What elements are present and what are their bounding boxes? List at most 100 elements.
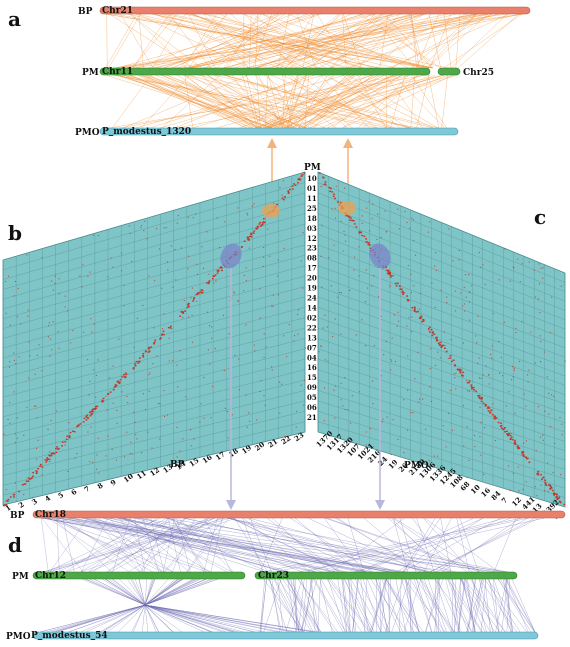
dot [4, 280, 6, 283]
dot [197, 292, 199, 294]
link-d-bottom [350, 578, 382, 633]
link-a-bottom [111, 74, 152, 129]
dot [339, 291, 341, 293]
dot [504, 248, 506, 250]
pm-tick-label: 08 [307, 254, 317, 263]
dot [334, 207, 336, 209]
dot [389, 284, 391, 286]
dot [245, 267, 247, 269]
dot [216, 272, 219, 274]
dot [463, 445, 465, 447]
dot [172, 360, 174, 362]
dot [109, 391, 112, 393]
link-d-top [56, 517, 500, 573]
dot [125, 373, 128, 376]
link-d-bottom [375, 578, 401, 633]
dot [444, 347, 446, 349]
link-d-bottom [112, 578, 146, 606]
dot [192, 300, 195, 302]
link-a-top [427, 13, 477, 69]
dot [66, 435, 69, 438]
link-d-top [109, 517, 144, 573]
grid-line [317, 182, 566, 283]
dot [333, 193, 335, 195]
link-d-bottom [290, 578, 299, 633]
dot [383, 354, 385, 356]
link-d-top [110, 517, 209, 573]
link-a-top [183, 13, 449, 69]
link-d-bottom [93, 578, 146, 606]
link-d-top [110, 517, 290, 573]
dot [147, 431, 149, 433]
dot [170, 245, 172, 247]
dot [163, 313, 165, 315]
link-d-top [92, 517, 170, 573]
dot [226, 411, 228, 413]
panel-d-bp-track [32, 510, 566, 519]
link-d-bottom [460, 578, 486, 633]
dot [41, 466, 44, 468]
dot [153, 342, 155, 345]
dot [142, 356, 145, 358]
dot [459, 368, 461, 371]
dot [406, 429, 409, 431]
dot [535, 450, 537, 452]
dot [259, 221, 262, 224]
dot [148, 275, 150, 277]
grid-line [2, 411, 306, 486]
link-a-top [163, 13, 293, 69]
dot [148, 348, 150, 350]
link-d-top [41, 517, 392, 573]
dot [420, 316, 423, 318]
link-d-bottom [463, 578, 506, 633]
dot [38, 344, 40, 346]
panel-d-pmo-track [32, 631, 539, 640]
link-d-bottom [309, 578, 319, 633]
link-d-bottom [144, 604, 174, 633]
dot [208, 281, 210, 283]
dot [508, 465, 510, 467]
dot [517, 466, 519, 468]
dot [328, 186, 331, 189]
dot [281, 197, 284, 199]
link-d-top [493, 517, 517, 573]
dot [474, 445, 476, 448]
dot [302, 231, 304, 234]
dot [502, 428, 505, 431]
dot [455, 372, 457, 374]
dot [18, 490, 20, 493]
link-d-bottom [381, 578, 403, 633]
link-d-bottom [478, 578, 494, 633]
dot [452, 359, 455, 361]
dot [301, 173, 304, 176]
link-d-bottom [484, 578, 521, 633]
link-d-bottom [391, 578, 410, 633]
dot [385, 340, 388, 342]
dot [118, 338, 120, 340]
dot [105, 455, 107, 457]
link-d-bottom [144, 578, 206, 606]
dot [345, 240, 347, 242]
dot [7, 418, 9, 420]
dot [413, 240, 415, 242]
dot [452, 260, 454, 262]
dot [89, 271, 91, 273]
dot [517, 258, 519, 260]
dot [176, 426, 178, 428]
dot [102, 397, 105, 400]
dot [5, 500, 8, 502]
dot [9, 402, 11, 404]
link-d-bottom [287, 578, 297, 633]
panel-d-pm-track-2 [254, 571, 518, 580]
dot [480, 400, 483, 403]
panel-a-pm-chrom: Chr11 [102, 67, 133, 77]
link-a-bottom [313, 74, 355, 129]
link-a-bottom [278, 74, 298, 129]
arrow-down-right-head [375, 500, 385, 510]
dot [196, 273, 199, 276]
dot [64, 306, 66, 308]
link-a-bottom [266, 74, 424, 129]
dot [324, 359, 326, 361]
grid-line [317, 286, 566, 377]
dot [273, 202, 275, 204]
